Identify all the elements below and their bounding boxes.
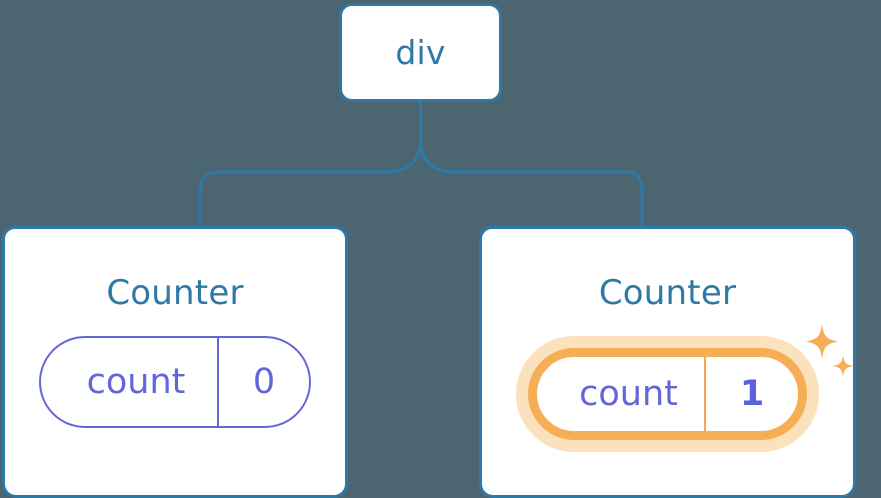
node-counter-right-label: Counter <box>598 273 737 313</box>
node-div-label: div <box>395 33 446 72</box>
state-pill-right-wrapper: count 1 <box>516 336 819 452</box>
state-pill-left-wrapper: count 0 <box>39 336 311 428</box>
state-key-right: count <box>579 374 678 414</box>
state-key-left: count <box>86 362 186 402</box>
state-value-right: 1 <box>704 357 798 431</box>
node-counter-right[interactable]: Counter count 1 <box>479 226 856 498</box>
state-pill-left[interactable]: count 0 <box>39 336 311 428</box>
node-counter-left-label: Counter <box>106 273 244 313</box>
state-value-left: 0 <box>217 338 309 426</box>
node-counter-left[interactable]: Counter count 0 <box>2 226 348 498</box>
state-pill-right[interactable]: count 1 <box>528 348 807 440</box>
node-div[interactable]: div <box>339 3 502 102</box>
